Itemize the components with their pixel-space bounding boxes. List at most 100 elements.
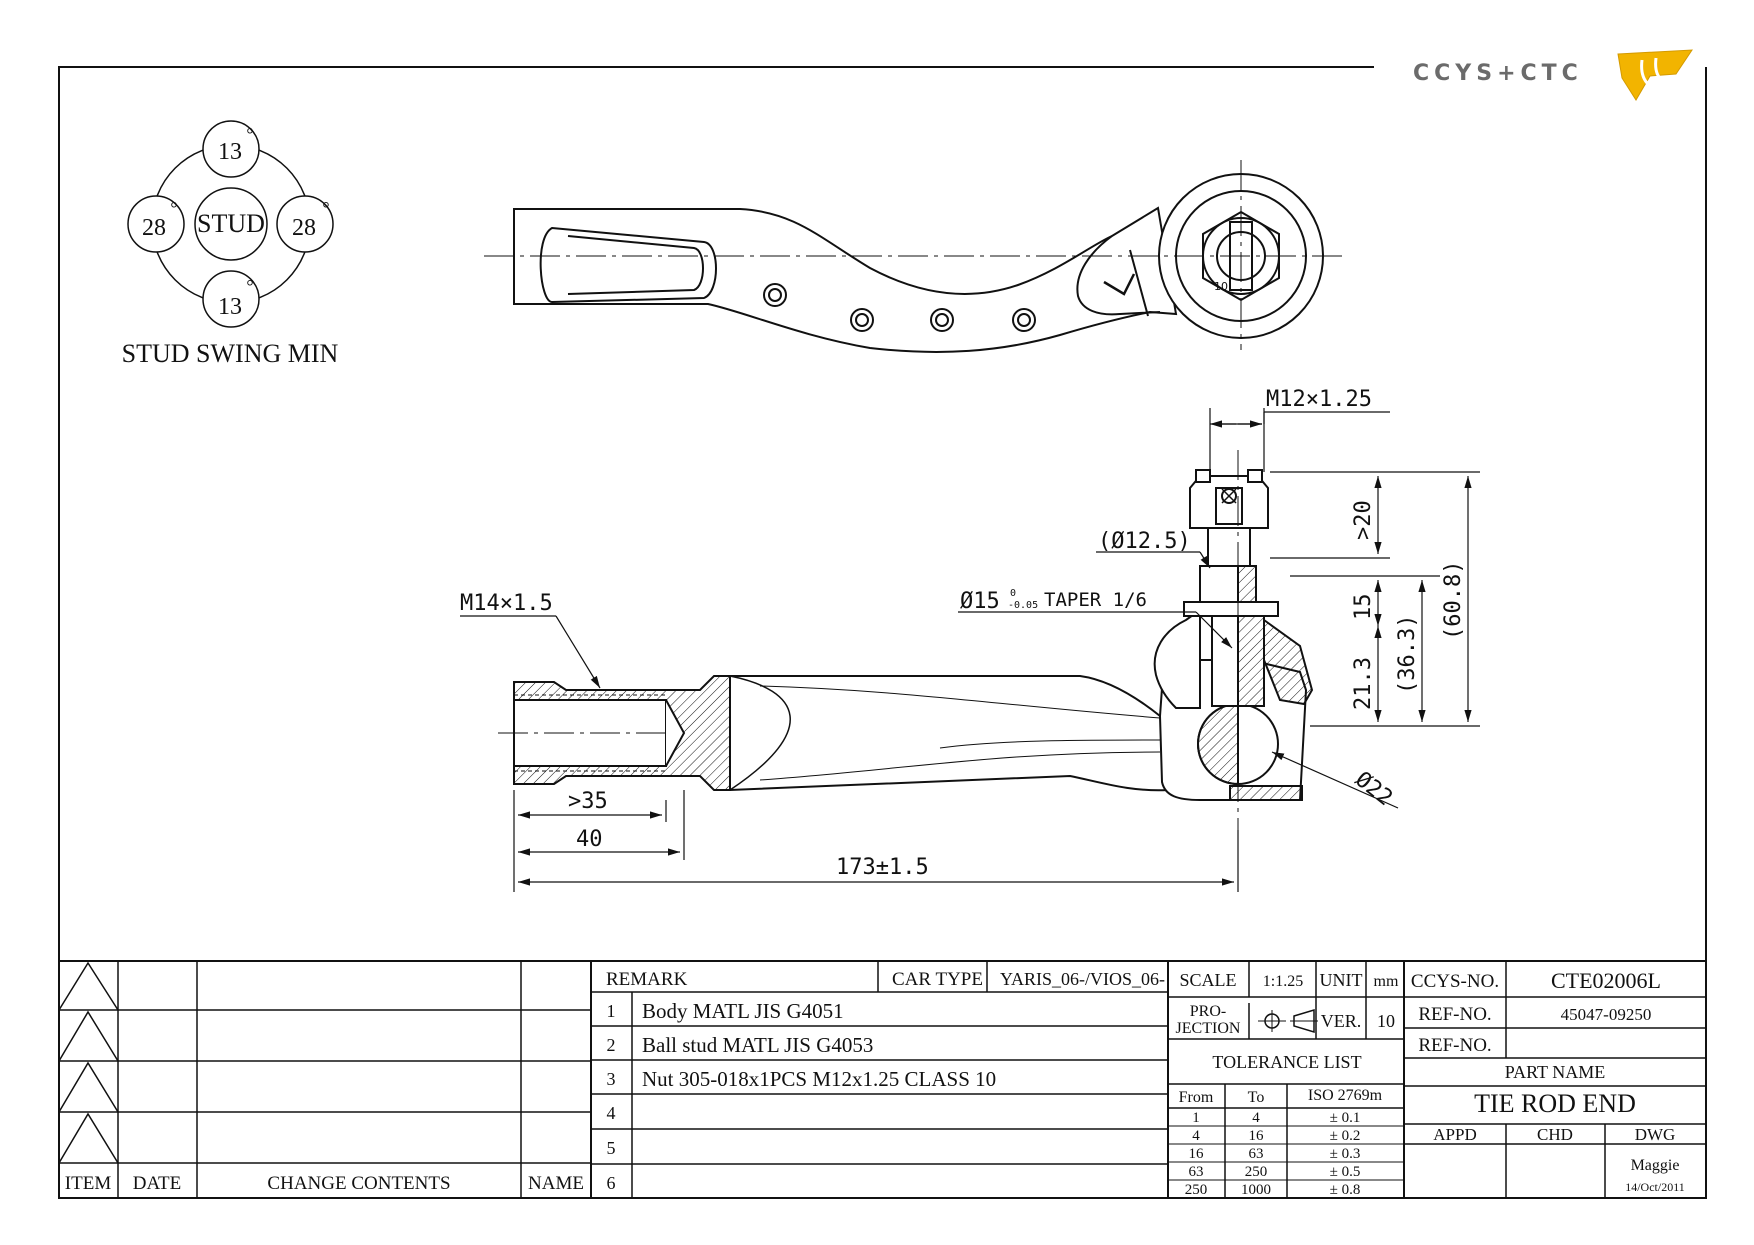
- swing-top: 13: [218, 139, 242, 165]
- chd-label: CHD: [1537, 1125, 1573, 1144]
- dim-dia12-5: (Ø12.5): [1098, 529, 1191, 554]
- dim-36-3: (36.3): [1395, 615, 1420, 694]
- top-view: [513, 173, 1324, 353]
- swing-bottom: 13: [218, 294, 242, 320]
- dim-taper-post: TAPER 1/6: [1044, 589, 1147, 611]
- tol-to-5: 1000: [1241, 1182, 1271, 1198]
- top-view-centerlines: [484, 160, 1348, 350]
- swing-right: 28: [292, 215, 316, 241]
- swing-center: STUD: [197, 209, 265, 238]
- stud-swing-diagram: [127, 120, 334, 328]
- dim-m12: M12×1.25: [1266, 387, 1372, 412]
- deg-top: °: [246, 124, 253, 144]
- ccys-no-value: CTE02006L: [1551, 968, 1661, 993]
- dim-gt35: >35: [568, 789, 608, 814]
- remark-table: REMARK CAR TYPE YARIS_06-/VIOS_06- 1 2 3…: [606, 969, 1165, 1193]
- side-view-centerlines: [498, 450, 1239, 836]
- sheet-border: [58, 66, 1707, 1199]
- ccys-no-label: CCYS-NO.: [1411, 971, 1499, 992]
- rev-header-name: NAME: [528, 1173, 584, 1194]
- tol-from-3: 16: [1189, 1146, 1205, 1162]
- dim-40: 40: [576, 827, 603, 852]
- remark-no-6: 6: [607, 1173, 616, 1193]
- scale-value: 1:1.25: [1263, 973, 1303, 990]
- tolerance-title: TOLERANCE LIST: [1212, 1052, 1361, 1072]
- deg-left: °: [170, 198, 177, 218]
- ver-label: VER.: [1321, 1011, 1362, 1031]
- part-name-label: PART NAME: [1505, 1062, 1605, 1082]
- ref-no-value: 45047-09250: [1561, 1005, 1652, 1024]
- car-type-label: CAR TYPE: [892, 969, 983, 990]
- ref-no2-label: REF-NO.: [1418, 1035, 1491, 1056]
- rev-header-item: ITEM: [65, 1173, 112, 1194]
- tol-val-5: ± 0.8: [1330, 1182, 1361, 1198]
- tol-val-3: ± 0.3: [1330, 1146, 1361, 1162]
- remark-label: REMARK: [606, 969, 688, 990]
- dwg-label: DWG: [1635, 1125, 1676, 1144]
- tol-from-5: 250: [1185, 1182, 1208, 1198]
- rev-header-change: CHANGE CONTENTS: [267, 1173, 450, 1194]
- projection-label-1: PRO-: [1190, 1003, 1226, 1020]
- tol-to-2: 16: [1249, 1128, 1265, 1144]
- logo-text: CCYS+CTC: [1413, 61, 1583, 86]
- dim-173: 173±1.5: [836, 855, 929, 880]
- rev-header-date: DATE: [133, 1173, 182, 1194]
- tol-header-from: From: [1179, 1089, 1214, 1106]
- dim-21-3: 21.3: [1351, 657, 1376, 710]
- remark-text-3: Nut 305-018x1PCS M12x1.25 CLASS 10: [642, 1067, 996, 1091]
- tol-from-2: 4: [1192, 1128, 1200, 1144]
- unit-value: mm: [1374, 973, 1399, 990]
- dim-gt20: >20: [1351, 500, 1376, 540]
- remark-no-2: 2: [607, 1035, 616, 1055]
- appd-label: APPD: [1433, 1125, 1476, 1144]
- remark-text-2: Ball stud MATL JIS G4053: [642, 1033, 873, 1057]
- projection-label-2: JECTION: [1176, 1020, 1241, 1037]
- dim-60-8: (60.8): [1441, 561, 1466, 640]
- dim-taper-tol-lower: -0.05: [1008, 600, 1038, 611]
- remark-no-4: 4: [607, 1103, 616, 1123]
- tol-val-4: ± 0.5: [1330, 1164, 1361, 1180]
- tol-val-2: ± 0.2: [1330, 1128, 1361, 1144]
- projection-symbol-icon: [1258, 1008, 1318, 1034]
- dim-taper-pre: Ø15: [960, 589, 1000, 614]
- tolerance-list: TOLERANCE LIST From To ISO 2769m 1 4 ± 0…: [1179, 1052, 1383, 1198]
- remark-no-5: 5: [607, 1138, 616, 1158]
- unit-label: UNIT: [1320, 970, 1363, 990]
- part-info-block: CCYS-NO. CTE02006L REF-NO. 45047-09250 R…: [1411, 968, 1685, 1194]
- stud-swing-labels: 13 13 28 28 STUD ° ° ° ° STUD SWING MIN: [122, 124, 339, 368]
- tol-val-1: ± 0.1: [1330, 1110, 1361, 1126]
- revision-table: ITEM DATE CHANGE CONTENTS NAME: [65, 1173, 584, 1194]
- dim-15: 15: [1351, 594, 1376, 621]
- company-logo: CCYS+CTC: [1413, 49, 1693, 101]
- deg-right: °: [322, 198, 329, 218]
- swing-left: 28: [142, 215, 166, 241]
- stud-swing-caption: STUD SWING MIN: [122, 339, 339, 368]
- car-type-value: YARIS_06-/VIOS_06-: [1000, 969, 1165, 989]
- dwg-name: Maggie: [1631, 1157, 1680, 1174]
- nut-mark: 10: [1214, 280, 1228, 293]
- remark-no-3: 3: [607, 1069, 616, 1089]
- scale-label: SCALE: [1179, 970, 1236, 990]
- tol-header-iso: ISO 2769m: [1308, 1087, 1383, 1104]
- remark-text-1: Body MATL JIS G4051: [642, 999, 844, 1023]
- tol-from-1: 1: [1192, 1110, 1200, 1126]
- dim-m14: M14×1.5: [460, 591, 553, 616]
- dwg-date: 14/Oct/2011: [1625, 1180, 1685, 1194]
- dimension-labels: M12×1.25 >20 (Ø12.5) Ø15 0 -0.05 TAPER 1…: [460, 387, 1466, 880]
- scale-block: SCALE 1:1.25 UNIT mm PRO- JECTION VER. 1…: [1176, 970, 1399, 1037]
- part-name-value: TIE ROD END: [1474, 1089, 1636, 1118]
- logo-mark-icon: [1617, 49, 1693, 101]
- tol-to-1: 4: [1252, 1110, 1260, 1126]
- title-block-grid: [58, 961, 1706, 1198]
- side-view: [513, 469, 1314, 801]
- tol-to-3: 63: [1249, 1146, 1264, 1162]
- dimension-lines: [460, 408, 1480, 892]
- dim-taper-tol-upper: 0: [1010, 588, 1016, 599]
- tol-to-4: 250: [1245, 1164, 1268, 1180]
- deg-bottom: °: [246, 276, 253, 296]
- ver-value: 10: [1377, 1011, 1395, 1031]
- remark-no-1: 1: [607, 1001, 616, 1021]
- tol-header-to: To: [1248, 1089, 1265, 1106]
